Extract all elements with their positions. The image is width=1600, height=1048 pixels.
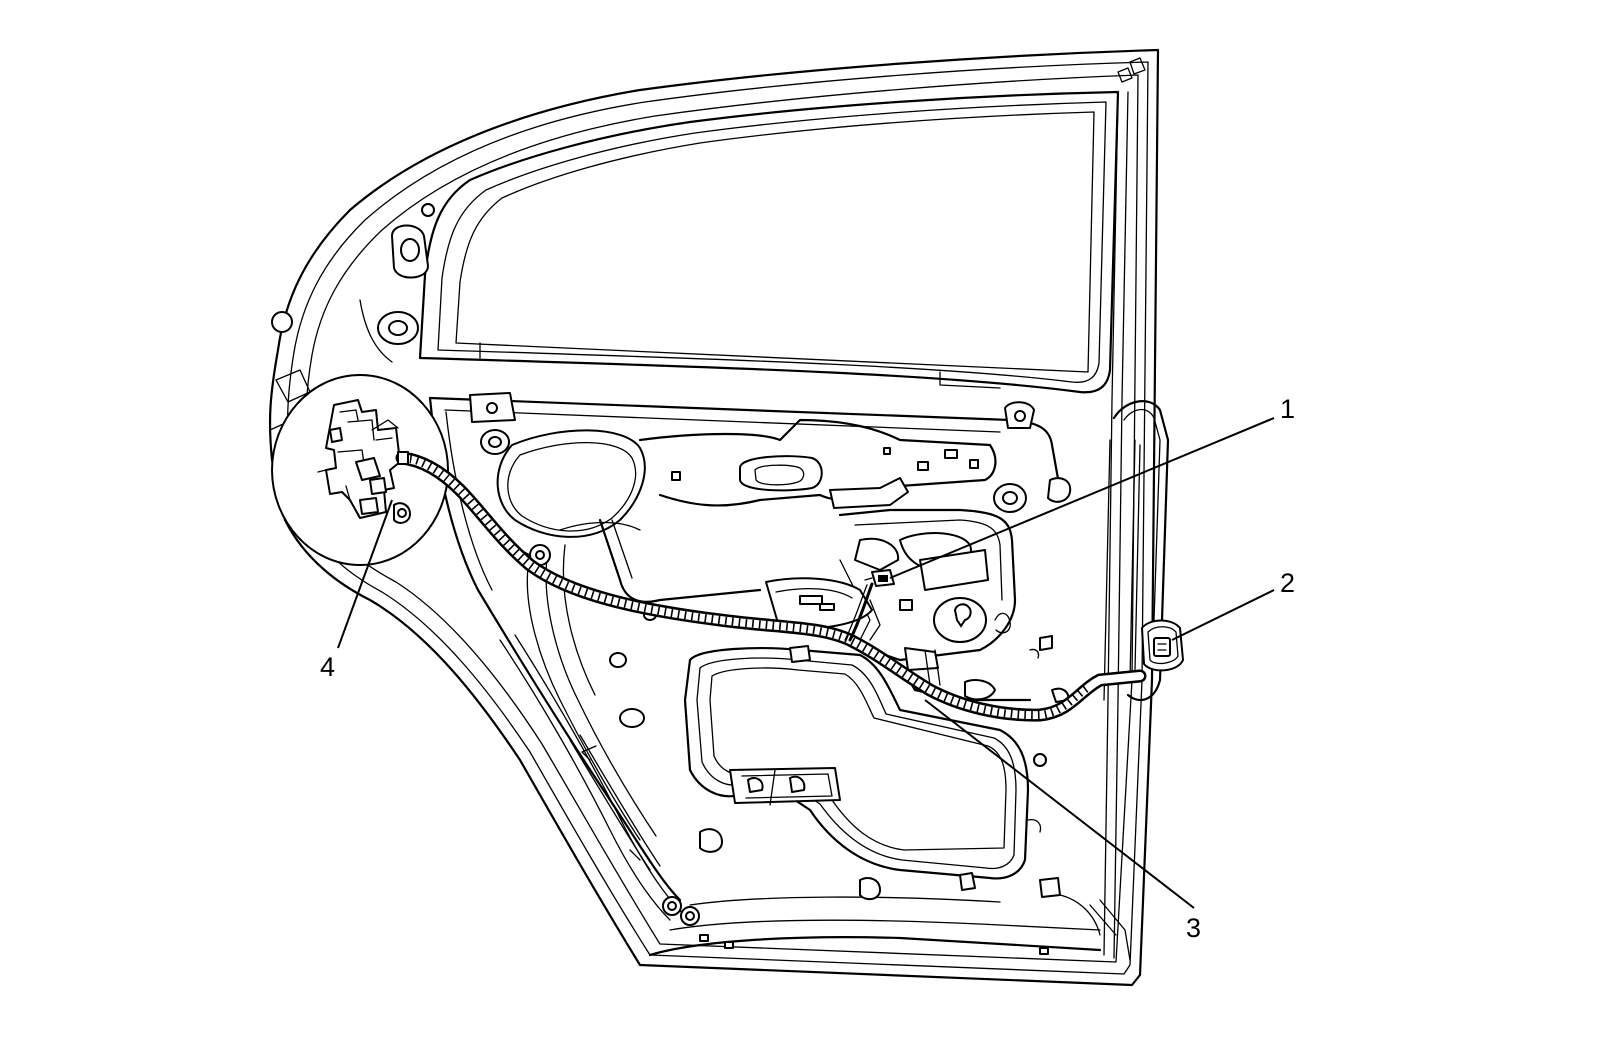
window-opening — [418, 90, 1120, 394]
callout-3-label: 3 — [1186, 913, 1201, 943]
callout-4-label: 4 — [320, 652, 335, 682]
hinge-pillar — [1103, 400, 1170, 702]
callout-2-leader — [1171, 589, 1275, 641]
callout-3-leader — [924, 699, 1195, 909]
callout-4-leader — [337, 499, 393, 649]
side-connector — [1141, 619, 1184, 672]
harness-clip-bracket — [765, 569, 895, 641]
callout-2-label: 2 — [1280, 568, 1295, 598]
inner-panel — [428, 392, 1131, 961]
callouts: 1 2 3 4 — [320, 394, 1295, 943]
door-frame — [268, 48, 1160, 987]
callout-1-leader — [889, 417, 1275, 579]
latch-detail-circle — [271, 374, 449, 566]
callout-1-label: 1 — [1280, 394, 1295, 424]
door-wiring-harness — [395, 451, 1147, 722]
upper-bosses — [359, 203, 435, 363]
